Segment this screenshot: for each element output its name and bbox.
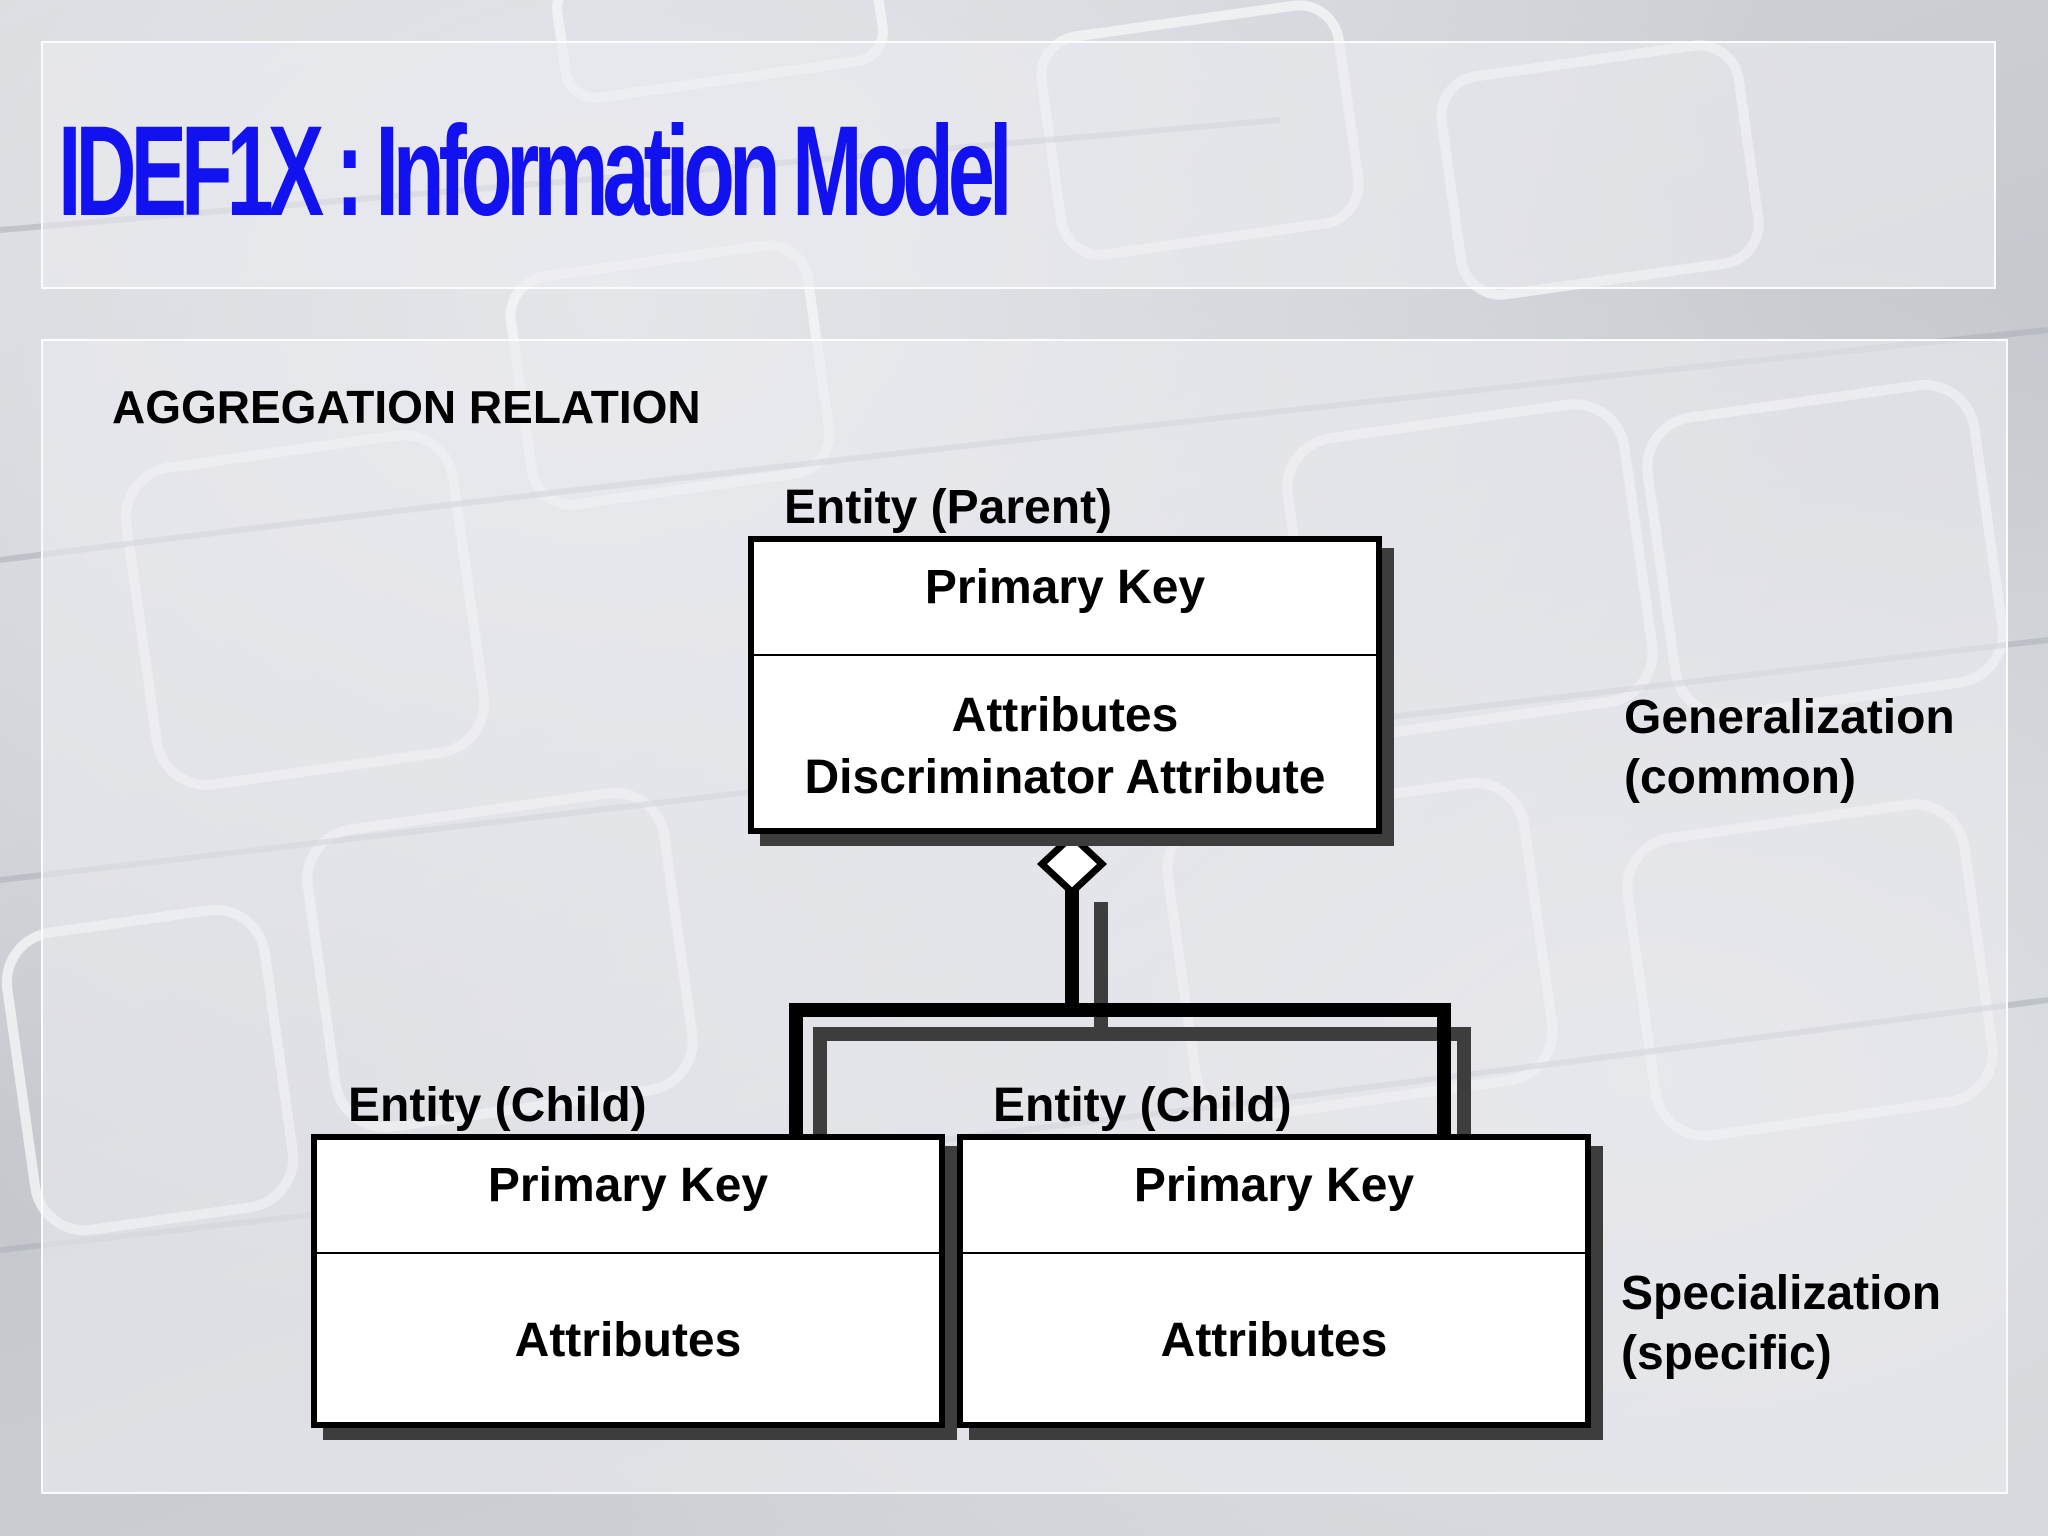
child-2-primary-key: Primary Key xyxy=(1133,1159,1415,1212)
child-entity-box-2: Primary Key Attributes xyxy=(957,1134,1591,1428)
title-panel xyxy=(41,41,1996,289)
child-1-attributes: Attributes xyxy=(514,1314,742,1367)
specialization-label-line-2: (specific) xyxy=(1621,1327,1832,1380)
parent-entity-label: Entity (Parent) xyxy=(784,481,1113,534)
parent-attributes: Attributes xyxy=(951,689,1179,742)
child-2-attributes: Attributes xyxy=(1160,1314,1388,1367)
parent-discriminator-attribute: Discriminator Attribute xyxy=(804,751,1326,804)
aggregation-diamond-icon xyxy=(1036,831,1108,897)
child-entity-label-2: Entity (Child) xyxy=(993,1079,1292,1132)
child-1-primary-key: Primary Key xyxy=(487,1159,769,1212)
parent-key-divider xyxy=(754,654,1376,656)
parent-entity-box: Primary Key Attributes Discriminator Att… xyxy=(748,536,1382,834)
generalization-label: Generalization (common) xyxy=(1624,688,1955,808)
section-heading: AGGREGATION RELATION xyxy=(112,381,701,433)
parent-primary-key: Primary Key xyxy=(924,561,1206,614)
generalization-label-line-1: Generalization xyxy=(1624,691,1955,744)
child-1-key-divider xyxy=(317,1252,939,1254)
connector-lines xyxy=(789,890,1451,1140)
slide-title: IDEF1X : Information Model xyxy=(58,100,1012,243)
specialization-label-line-1: Specialization xyxy=(1621,1267,1942,1320)
child-entity-label-1: Entity (Child) xyxy=(348,1079,647,1132)
generalization-label-line-2: (common) xyxy=(1624,751,1856,804)
specialization-label: Specialization (specific) xyxy=(1621,1264,1941,1384)
child-2-key-divider xyxy=(963,1252,1585,1254)
child-entity-box-1: Primary Key Attributes xyxy=(311,1134,945,1428)
